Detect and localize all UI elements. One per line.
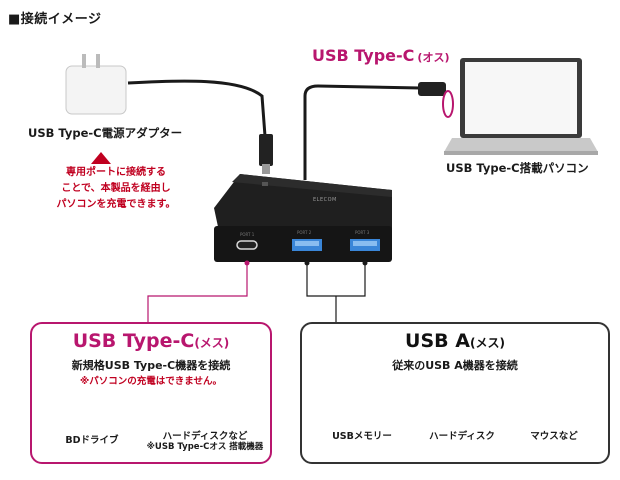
usb-a-heading: USB A(メス) (302, 330, 608, 352)
usb-a-port-line (306, 263, 366, 322)
pc-cable (303, 84, 421, 180)
usb-hub-icon: PORT 1 PORT 2 PORT 3 (214, 174, 392, 262)
usb-type-c-heading: USB Type-C(メス) (32, 330, 270, 352)
usb-a-box: USB A(メス) 従来のUSB A機器を接続 USBメモリー ハードディスク … (300, 322, 610, 464)
adapter-cable-plug (259, 134, 273, 166)
usb-a-heading-text: USB A (405, 330, 470, 352)
pc-cable-plug (418, 82, 446, 96)
usb-c-top-label: USB Type-C (312, 46, 415, 65)
adapter-cable (127, 79, 267, 137)
up-arrow-icon (91, 152, 111, 164)
usb-a-subtitle: 従来のUSB A機器を接続 (392, 359, 518, 372)
usb-memory-label: USBメモリー (332, 431, 392, 442)
usb-type-c-heading-text: USB Type-C (72, 330, 195, 352)
ac-adapter-icon (65, 54, 127, 115)
pc-label: USB Type-C搭載パソコン (446, 161, 589, 175)
usb-type-c-warning: ※パソコンの充電はできません。 (80, 376, 222, 387)
adapter-label: USB Type-C電源アダプター (28, 126, 183, 140)
usb-type-c-plug-label: USB Type-C(オス) (312, 46, 449, 65)
usb-a-heading-suffix: (メス) (469, 336, 505, 350)
hard-disk-note: ※USB Type-Cオス 搭載機器 (146, 442, 264, 452)
hard-disk-label: ハードディスクなど (162, 431, 248, 442)
bd-drive-label: BDドライブ (65, 435, 119, 446)
note-line-3: パソコンを充電できます。 (56, 199, 176, 210)
svg-text:PORT 3: PORT 3 (355, 230, 370, 235)
usb-type-c-box: USB Type-C(メス) 新規格USB Type-C機器を接続 ※パソコンの… (30, 322, 272, 464)
type-c-port-line (147, 263, 248, 322)
laptop-icon (444, 58, 598, 155)
svg-text:PORT 1: PORT 1 (240, 232, 255, 237)
svg-text:PORT 2: PORT 2 (297, 230, 312, 235)
note-line-1: 専用ポートに接続する (66, 167, 166, 178)
usb-c-top-suffix: (オス) (417, 51, 450, 64)
charging-note: 専用ポートに接続する ことで、本製品を経由し パソコンを充電できます。 (36, 165, 196, 213)
mouse-label: マウスなど (530, 431, 578, 442)
usb-type-c-heading-suffix: (メス) (194, 336, 230, 350)
hub-brand: ELECOM (313, 197, 337, 203)
usb-type-c-subtitle: 新規格USB Type-C機器を接続 (71, 359, 231, 372)
note-line-2: ことで、本製品を経由し (61, 183, 171, 194)
page-title: ■接続イメージ (8, 12, 102, 27)
hdd-label: ハードディスク (429, 431, 495, 442)
